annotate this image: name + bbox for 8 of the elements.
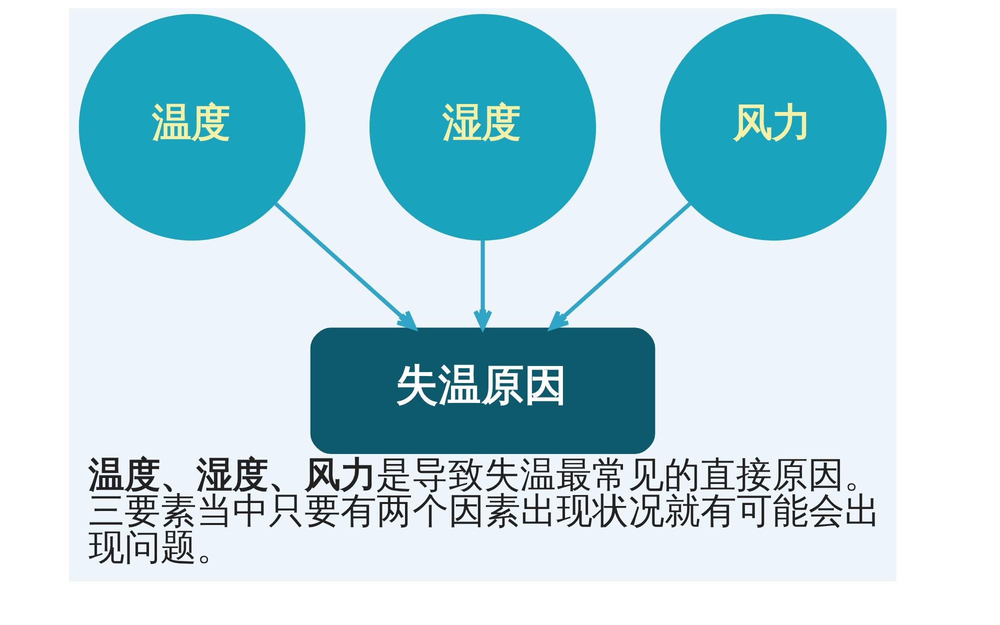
node-circle: 温度 <box>78 14 305 241</box>
node-box: 失温原因 <box>310 328 655 454</box>
caption: 温度、湿度、风力是导致失温最常见的直接原因。三要素当中只要有两个因素出现状况就有可能会出现问题。 <box>88 453 880 568</box>
node-circle: 湿度 <box>368 14 596 241</box>
arrow <box>472 240 492 330</box>
arrow <box>548 202 691 330</box>
arrow <box>274 202 416 330</box>
node-circle: 风力 <box>660 14 886 241</box>
